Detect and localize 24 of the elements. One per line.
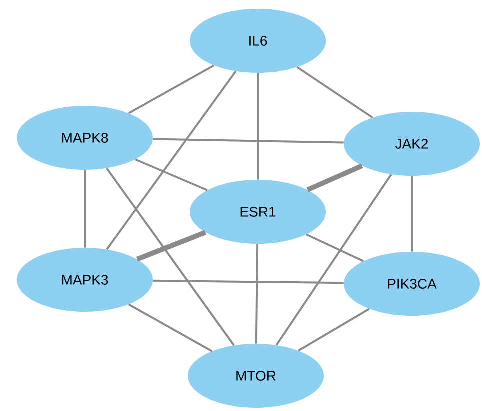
gene-node: IL6: [190, 9, 326, 73]
interaction-line: [106, 168, 235, 346]
interaction-line: [411, 176, 413, 252]
interaction-line: [84, 170, 86, 248]
interaction-line: [153, 138, 344, 144]
interaction-line: [296, 66, 374, 119]
gene-node: MAPK3: [17, 248, 153, 312]
gene-node: MTOR: [188, 344, 324, 408]
gene-node: MAPK8: [17, 106, 153, 170]
interaction-line: [135, 158, 208, 192]
interaction-line: [106, 70, 237, 250]
interaction-line: [276, 174, 392, 346]
interaction-line: [306, 234, 364, 262]
interaction-line: [255, 244, 259, 344]
interaction-line: [298, 308, 370, 352]
gene-node: ESR1: [190, 180, 326, 244]
interaction-line: [128, 304, 213, 352]
interaction-line: [257, 73, 259, 180]
interaction-line: [136, 230, 206, 262]
interaction-line: [128, 64, 215, 114]
gene-node: PIK3CA: [344, 252, 480, 316]
interaction-line: [306, 164, 364, 192]
interaction-line: [153, 280, 344, 284]
gene-node: JAK2: [344, 112, 480, 176]
